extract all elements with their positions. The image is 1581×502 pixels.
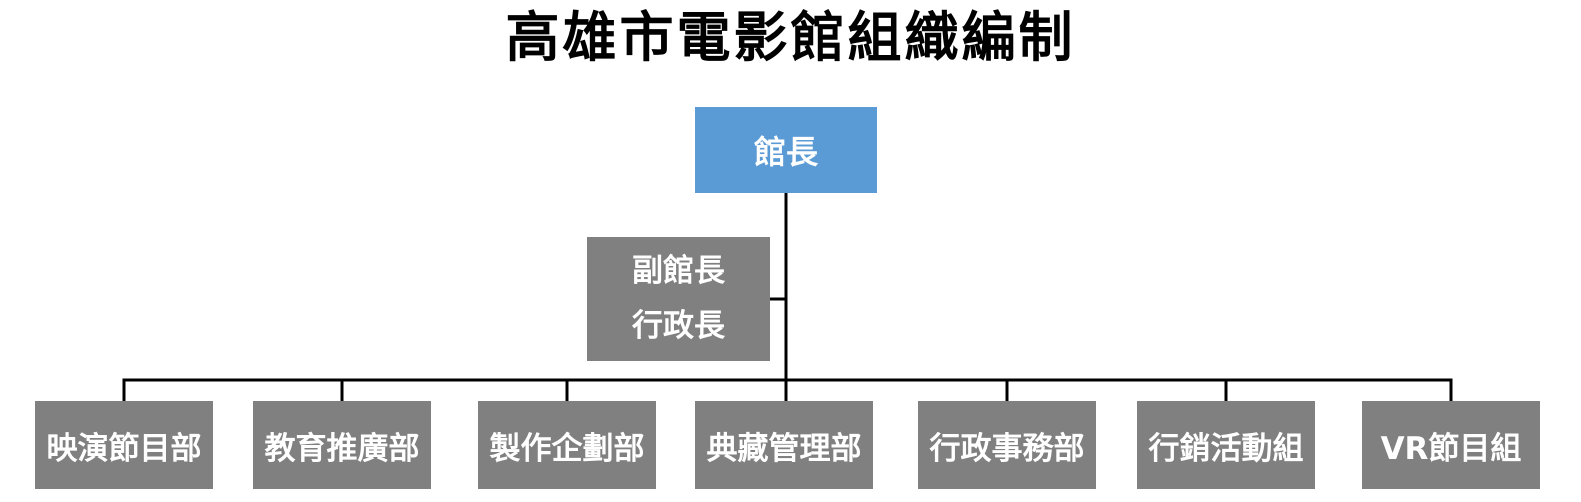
dept-box-administrative-affairs: 行政事務部 (918, 401, 1096, 489)
director-label: 館長 (753, 133, 818, 171)
dept-label: 行政事務部 (929, 430, 1085, 467)
dept-label: 製作企劃部 (489, 430, 645, 467)
dept-box-production-planning: 製作企劃部 (478, 401, 656, 489)
dept-box-marketing-events: 行銷活動組 (1137, 401, 1315, 489)
dept-box-collection-management: 典藏管理部 (695, 401, 873, 489)
director-box: 館長 (695, 107, 877, 193)
dept-label: VR節目組 (1380, 430, 1522, 467)
dept-box-vr-programs: VR節目組 (1362, 401, 1540, 489)
dept-box-education-outreach: 教育推廣部 (253, 401, 431, 489)
dept-box-screening-programs: 映演節目部 (35, 401, 213, 489)
deputy-director-box: 副館長 行政長 (587, 237, 770, 361)
dept-label: 典藏管理部 (706, 430, 862, 467)
deputy-director-label: 副館長 (632, 252, 725, 289)
dept-label: 教育推廣部 (264, 430, 420, 467)
chief-administrator-label: 行政長 (632, 308, 725, 344)
dept-label: 映演節目部 (46, 430, 202, 467)
dept-label: 行銷活動組 (1148, 430, 1304, 467)
chart-title: 高雄市電影館組織編制 (505, 6, 1076, 69)
